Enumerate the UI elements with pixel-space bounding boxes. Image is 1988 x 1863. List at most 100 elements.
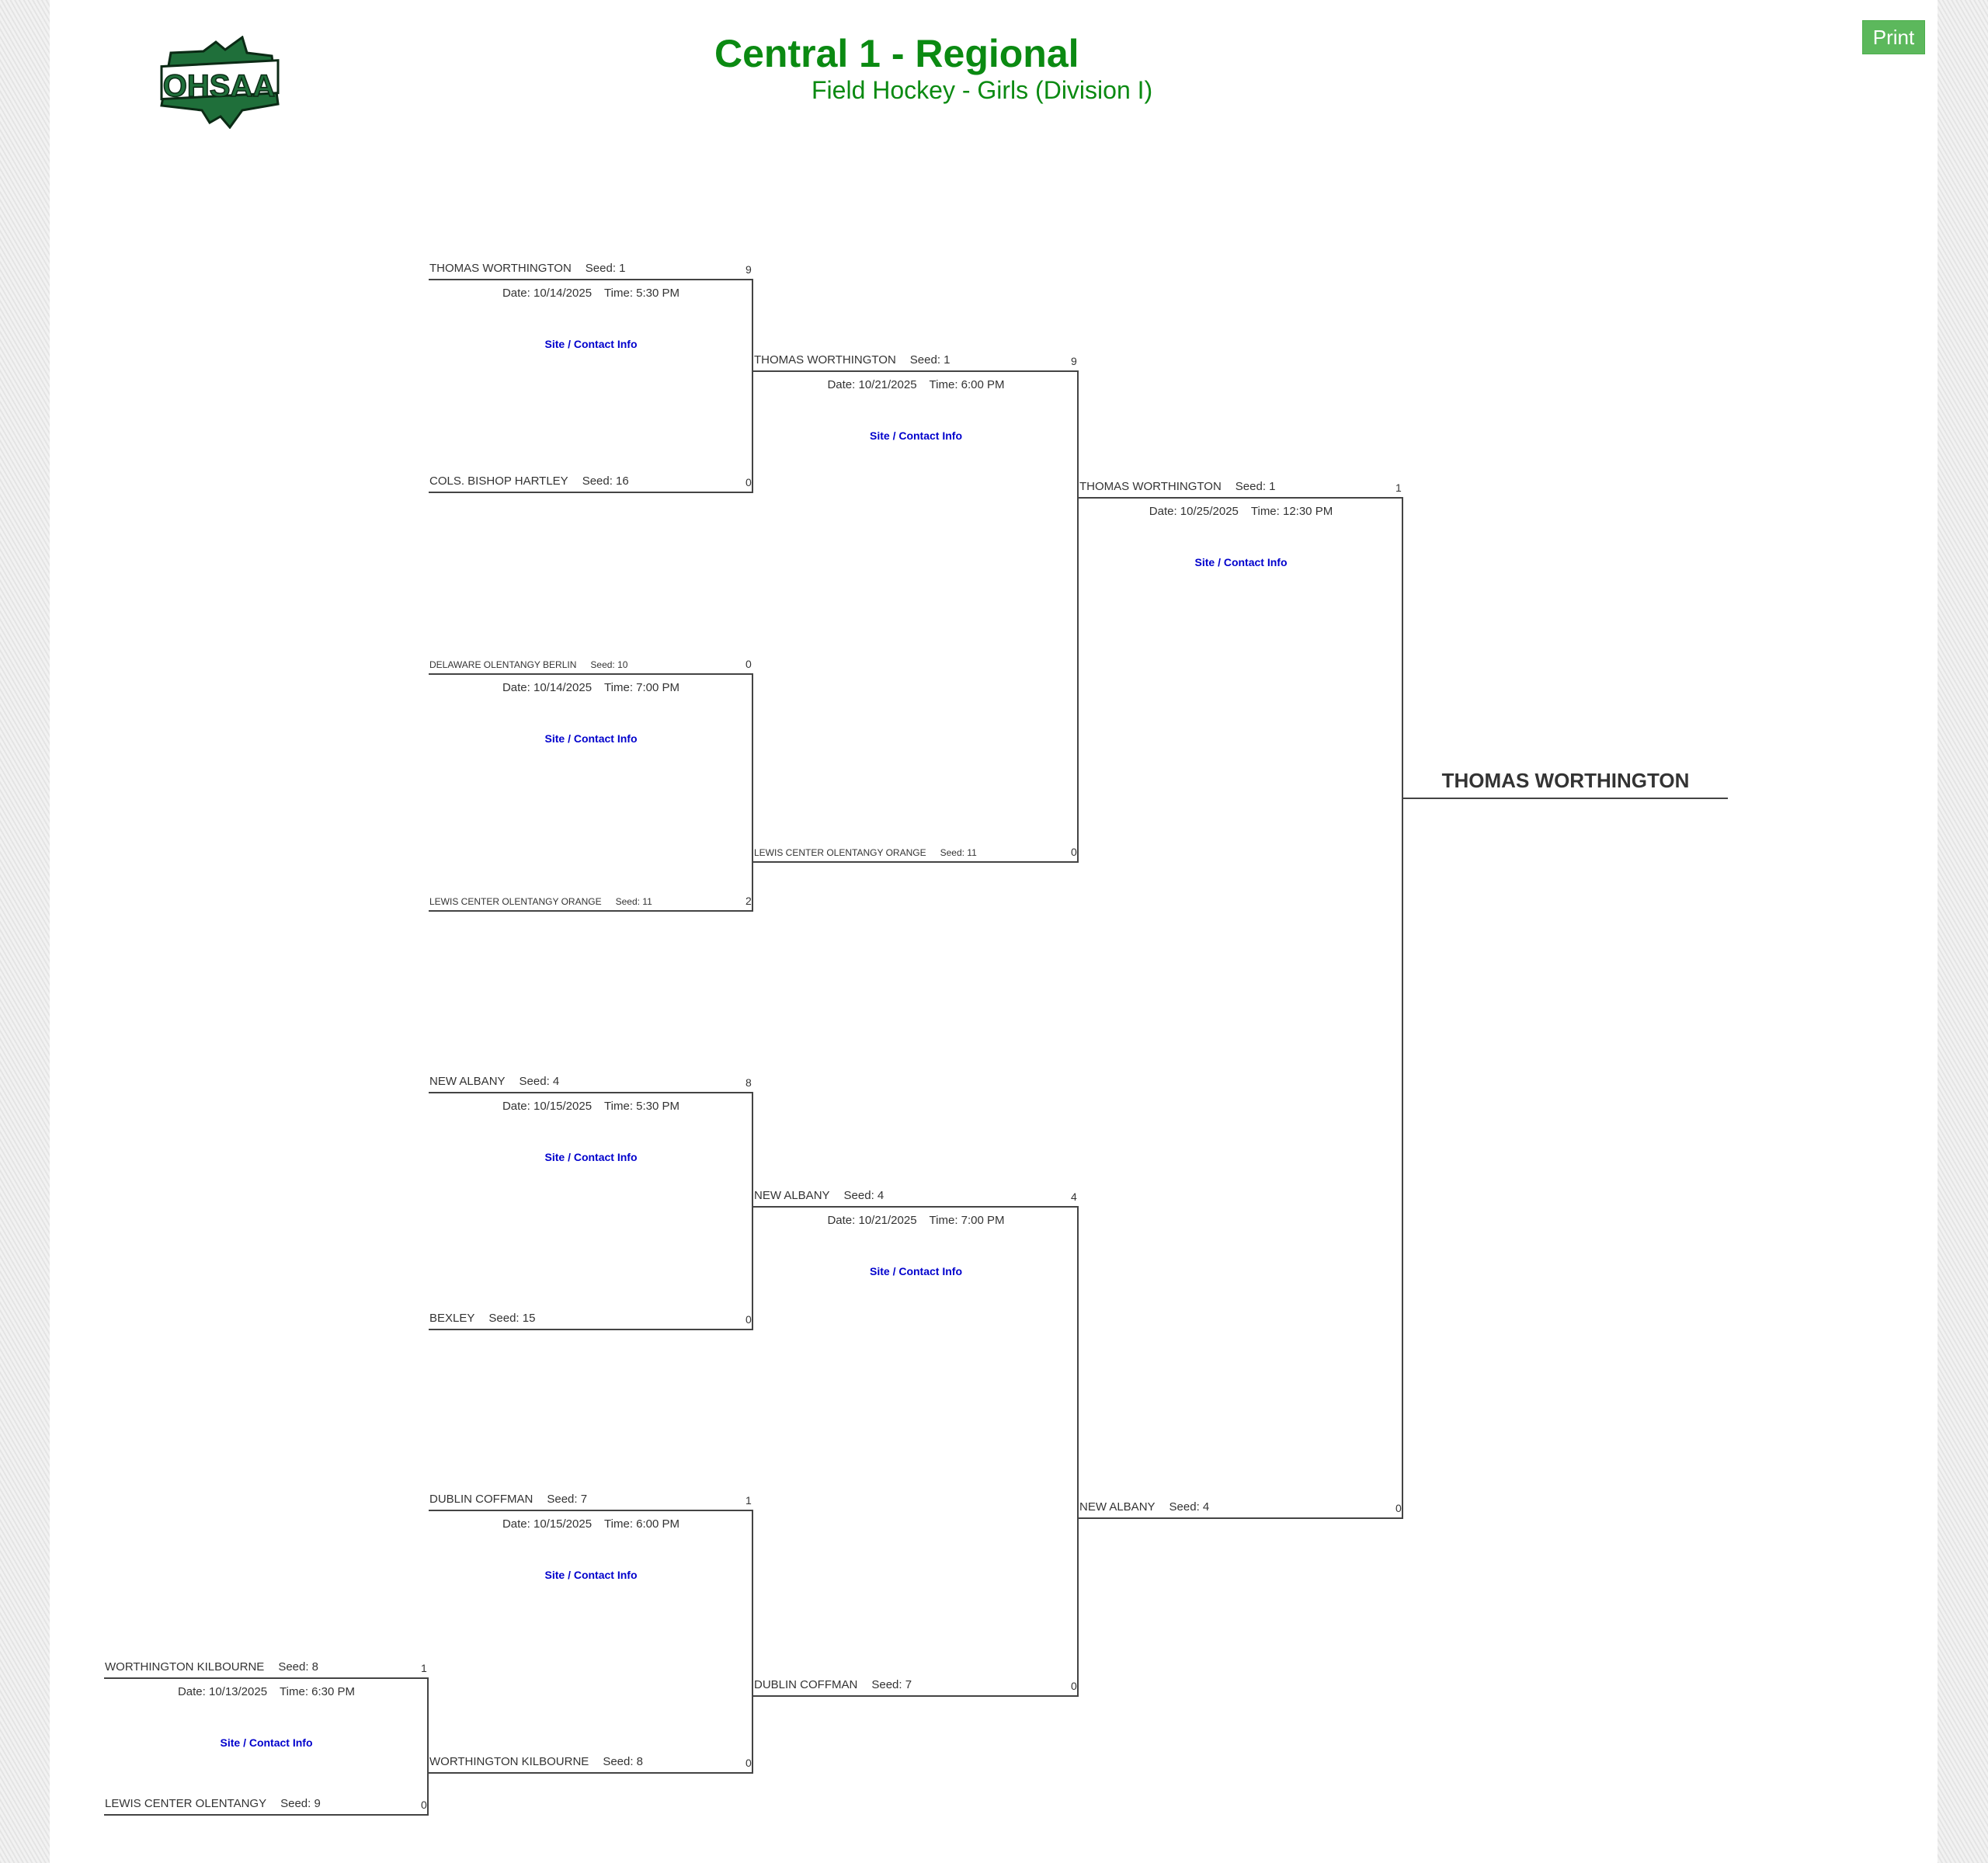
match-box bbox=[429, 1510, 753, 1774]
team-seed: Seed: 1 bbox=[1235, 480, 1276, 493]
team-name: THOMAS WORTHINGTON bbox=[1079, 480, 1222, 493]
team-seed: Seed: 8 bbox=[278, 1660, 319, 1674]
team-seed: Seed: 1 bbox=[585, 262, 626, 275]
site-contact-link[interactable]: Site / Contact Info bbox=[544, 1151, 638, 1163]
team-seed: Seed: 10 bbox=[590, 659, 628, 670]
match-date: Date: 10/13/2025 bbox=[177, 1685, 268, 1698]
team-entry[interactable]: DELAWARE OLENTANGY BERLIN Seed: 10 bbox=[429, 659, 627, 670]
team-name: LEWIS CENTER OLENTANGY ORANGE bbox=[754, 847, 926, 858]
match-time: Time: 5:30 PM bbox=[604, 1100, 680, 1113]
match-datetime: Date: 10/15/2025 Time: 6:00 PM bbox=[429, 1517, 753, 1531]
team-name: COLS. BISHOP HARTLEY bbox=[429, 474, 568, 488]
match-date: Date: 10/25/2025 bbox=[1149, 505, 1239, 518]
team-name: WORTHINGTON KILBOURNE bbox=[105, 1660, 265, 1674]
team-seed: Seed: 7 bbox=[871, 1678, 912, 1691]
match-box bbox=[753, 1206, 1079, 1697]
team-entry[interactable]: WORTHINGTON KILBOURNE Seed: 8 bbox=[105, 1660, 318, 1674]
match-datetime: Date: 10/21/2025 Time: 6:00 PM bbox=[753, 378, 1079, 391]
match-time: Time: 7:00 PM bbox=[929, 1214, 1005, 1227]
team-entry[interactable]: BEXLEY Seed: 15 bbox=[429, 1312, 535, 1325]
team-entry[interactable]: LEWIS CENTER OLENTANGY ORANGE Seed: 11 bbox=[754, 847, 977, 858]
team-name: DUBLIN COFFMAN bbox=[754, 1678, 858, 1691]
match-date: Date: 10/15/2025 bbox=[502, 1517, 593, 1531]
site-contact-link[interactable]: Site / Contact Info bbox=[870, 429, 962, 442]
team-seed: Seed: 16 bbox=[582, 474, 629, 488]
team-name: LEWIS CENTER OLENTANGY ORANGE bbox=[429, 896, 602, 907]
team-seed: Seed: 15 bbox=[488, 1312, 536, 1325]
match-box bbox=[1079, 497, 1403, 1519]
site-contact-link[interactable]: Site / Contact Info bbox=[544, 338, 638, 350]
svg-text:OHSAA: OHSAA bbox=[163, 69, 275, 103]
page-title: Central 1 - Regional bbox=[714, 32, 1079, 75]
match-datetime: Date: 10/21/2025 Time: 7:00 PM bbox=[753, 1214, 1079, 1227]
match-box bbox=[753, 370, 1079, 863]
site-contact-link[interactable]: Site / Contact Info bbox=[870, 1265, 962, 1277]
team-seed: Seed: 4 bbox=[843, 1189, 885, 1202]
team-score: 2 bbox=[746, 895, 752, 907]
team-name: THOMAS WORTHINGTON bbox=[429, 262, 572, 275]
match-datetime: Date: 10/14/2025 Time: 7:00 PM bbox=[429, 681, 753, 694]
team-entry[interactable]: DUBLIN COFFMAN Seed: 7 bbox=[429, 1493, 587, 1506]
site-contact-link[interactable]: Site / Contact Info bbox=[220, 1736, 313, 1749]
team-entry[interactable]: THOMAS WORTHINGTON Seed: 1 bbox=[754, 353, 951, 367]
team-entry[interactable]: THOMAS WORTHINGTON Seed: 1 bbox=[429, 262, 626, 275]
team-entry[interactable]: DUBLIN COFFMAN Seed: 7 bbox=[754, 1678, 912, 1691]
site-contact-link[interactable]: Site / Contact Info bbox=[544, 1569, 638, 1581]
team-score: 4 bbox=[1071, 1190, 1077, 1203]
team-name: NEW ALBANY bbox=[754, 1189, 830, 1202]
team-entry[interactable]: THOMAS WORTHINGTON Seed: 1 bbox=[1079, 480, 1276, 493]
page bbox=[50, 0, 1938, 1863]
match-time: Time: 7:00 PM bbox=[604, 681, 680, 694]
team-score: 0 bbox=[746, 1757, 752, 1769]
site-contact-link[interactable]: Site / Contact Info bbox=[1194, 556, 1288, 568]
match-time: Time: 6:30 PM bbox=[280, 1685, 356, 1698]
team-score: 0 bbox=[746, 476, 752, 488]
page-subtitle: Field Hockey - Girls (Division I) bbox=[812, 76, 1153, 104]
match-date: Date: 10/21/2025 bbox=[827, 1214, 917, 1227]
team-score: 0 bbox=[421, 1799, 427, 1811]
team-name: DELAWARE OLENTANGY BERLIN bbox=[429, 659, 577, 670]
match-box bbox=[429, 673, 753, 912]
match-date: Date: 10/14/2025 bbox=[502, 287, 593, 300]
team-seed: Seed: 8 bbox=[603, 1755, 644, 1768]
team-seed: Seed: 7 bbox=[547, 1493, 588, 1506]
team-name: WORTHINGTON KILBOURNE bbox=[429, 1755, 589, 1768]
match-datetime: Date: 10/13/2025 Time: 6:30 PM bbox=[104, 1685, 429, 1698]
team-entry[interactable]: COLS. BISHOP HARTLEY Seed: 16 bbox=[429, 474, 629, 488]
team-seed: Seed: 1 bbox=[909, 353, 951, 367]
team-name: NEW ALBANY bbox=[429, 1075, 506, 1088]
match-datetime: Date: 10/14/2025 Time: 5:30 PM bbox=[429, 287, 753, 300]
team-score: 1 bbox=[421, 1662, 427, 1674]
print-button[interactable]: Print bbox=[1862, 20, 1925, 54]
team-score: 1 bbox=[1395, 481, 1402, 494]
team-name: DUBLIN COFFMAN bbox=[429, 1493, 533, 1506]
champion-name: THOMAS WORTHINGTON bbox=[1403, 769, 1728, 799]
team-seed: Seed: 11 bbox=[940, 847, 977, 858]
team-name: NEW ALBANY bbox=[1079, 1500, 1156, 1514]
match-time: Time: 12:30 PM bbox=[1250, 505, 1333, 518]
match-box bbox=[104, 1677, 429, 1816]
match-time: Time: 6:00 PM bbox=[604, 1517, 680, 1531]
team-score: 8 bbox=[746, 1076, 752, 1089]
match-box bbox=[429, 279, 753, 493]
team-score: 0 bbox=[746, 1313, 752, 1326]
match-time: Time: 6:00 PM bbox=[929, 378, 1005, 391]
team-score: 9 bbox=[746, 263, 752, 276]
team-score: 9 bbox=[1071, 355, 1077, 367]
team-entry[interactable]: WORTHINGTON KILBOURNE Seed: 8 bbox=[429, 1755, 643, 1768]
team-score: 0 bbox=[1395, 1502, 1402, 1514]
team-score: 0 bbox=[1071, 1680, 1077, 1692]
match-date: Date: 10/21/2025 bbox=[827, 378, 917, 391]
match-datetime: Date: 10/25/2025 Time: 12:30 PM bbox=[1079, 505, 1403, 518]
team-seed: Seed: 9 bbox=[280, 1797, 321, 1810]
team-name: BEXLEY bbox=[429, 1312, 475, 1325]
team-name: THOMAS WORTHINGTON bbox=[754, 353, 896, 367]
team-entry[interactable]: NEW ALBANY Seed: 4 bbox=[754, 1189, 884, 1202]
match-time: Time: 5:30 PM bbox=[604, 287, 680, 300]
site-contact-link[interactable]: Site / Contact Info bbox=[544, 732, 638, 745]
match-date: Date: 10/14/2025 bbox=[502, 681, 593, 694]
